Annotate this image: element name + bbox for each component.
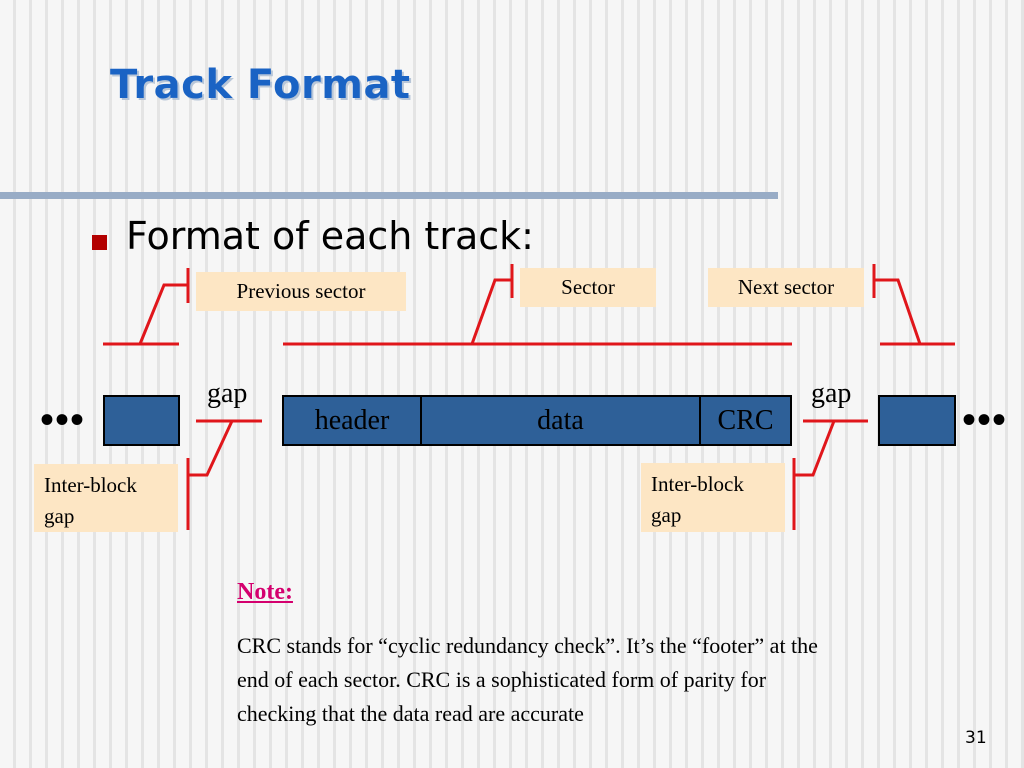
next-sector-callout <box>874 278 922 345</box>
crc-cell: CRC <box>699 395 792 446</box>
data-cell: data <box>420 395 701 446</box>
previous-sector-block <box>103 395 180 446</box>
ellipsis-left: ••• <box>40 397 86 442</box>
next-sector-label: Next sector <box>708 268 864 307</box>
gap-label-left: gap <box>207 378 248 409</box>
title-divider <box>0 192 778 199</box>
gap-right-callout <box>794 420 836 477</box>
bullet-marker <box>92 235 107 250</box>
note-body: CRC stands for “cyclic redundancy check”… <box>237 633 818 726</box>
inter-block-gap-left-label: Inter-block gap <box>34 464 178 532</box>
previous-sector-callout <box>138 283 188 345</box>
gap-label-right: gap <box>811 378 852 409</box>
bullet-text: Format of each track: <box>126 214 534 258</box>
inter-block-gap-right-label: Inter-block gap <box>641 463 785 532</box>
next-sector-block <box>878 395 956 446</box>
header-cell: header <box>282 395 422 446</box>
previous-sector-label: Previous sector <box>196 272 406 311</box>
sector-callout <box>470 278 512 345</box>
slide-title: Track Format <box>110 62 411 108</box>
gap-left-callout <box>188 420 234 477</box>
ellipsis-right: ••• <box>962 397 1008 442</box>
note-heading: Note: <box>237 579 293 605</box>
page-number: 31 <box>965 728 987 748</box>
sector-label: Sector <box>520 268 656 307</box>
